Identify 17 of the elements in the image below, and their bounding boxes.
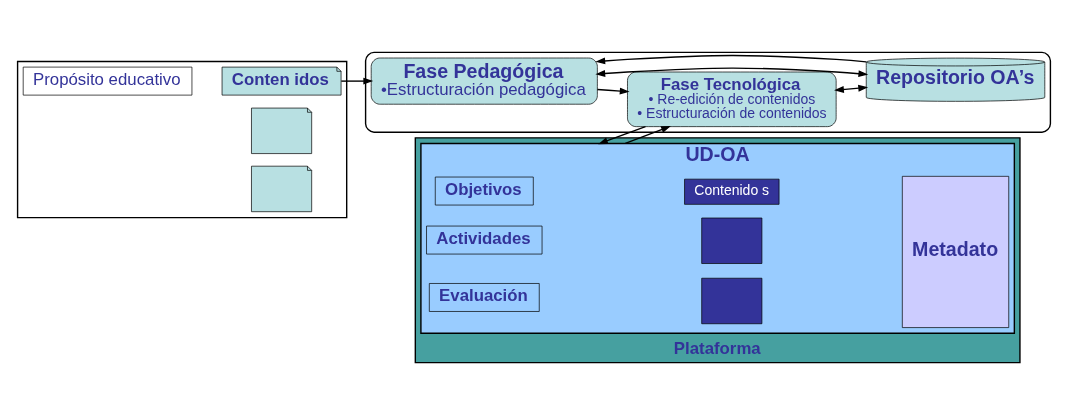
cluster — [16, 60, 348, 219]
node-box: Fase Tecnológica • Re-edición de contenidos • Estructuración de contenidos — [627, 71, 837, 127]
arrow — [624, 125, 671, 145]
node-box: Evaluación — [428, 283, 540, 312]
arrow — [595, 67, 869, 78]
node-box: Contenido s — [684, 178, 780, 205]
arrow — [596, 87, 630, 95]
node-box: Propósito educativo — [22, 66, 193, 96]
node-box — [701, 217, 763, 264]
node-box: Fase Pedagógica •Estructuración pedagógica — [370, 57, 598, 105]
arrow — [598, 126, 647, 145]
node-box: Objetivos — [434, 176, 534, 206]
arrow — [340, 77, 374, 85]
node-box: Actividades — [426, 225, 543, 255]
arrow — [595, 54, 867, 65]
node-box — [701, 277, 763, 325]
node-box: Metadato — [901, 176, 1010, 328]
